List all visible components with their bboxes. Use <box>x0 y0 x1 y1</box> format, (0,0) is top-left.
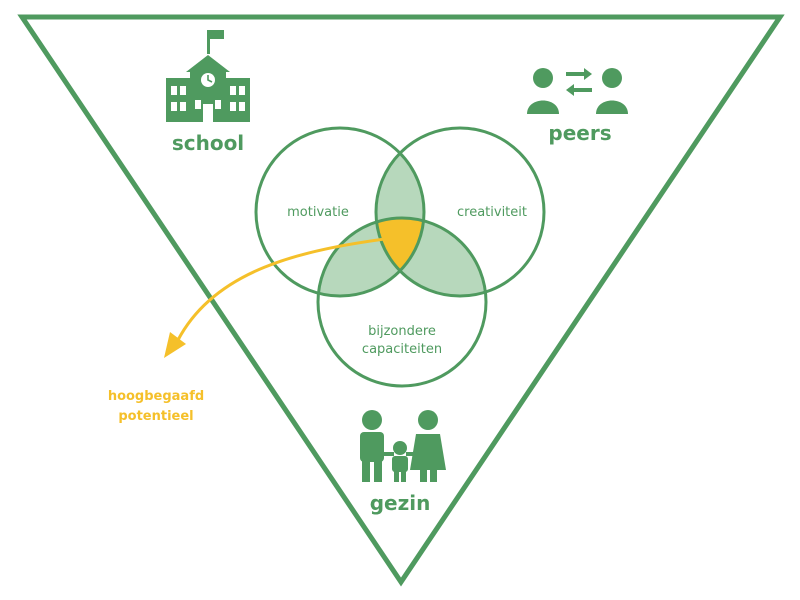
label-bijzondere: bijzondere <box>368 324 436 339</box>
flag-icon <box>207 30 210 54</box>
potential-arrow <box>176 236 394 342</box>
label-school: school <box>172 131 244 155</box>
label-gezin: gezin <box>370 491 431 515</box>
circle-creativiteit <box>374 126 546 298</box>
circle-motivatie <box>254 126 426 298</box>
label-creativiteit: creativiteit <box>457 205 527 220</box>
label-potentieel: potentieel <box>118 409 193 424</box>
overlap-creativiteit-capaciteiten <box>376 218 486 296</box>
label-capaciteiten: capaciteiten <box>362 342 442 357</box>
overlap-motivatie-capaciteiten <box>318 218 424 296</box>
family-icon <box>360 410 446 482</box>
circle-capaciteiten <box>316 216 488 388</box>
label-hoogbegaafd: hoogbegaafd <box>108 389 204 404</box>
label-peers: peers <box>548 121 611 145</box>
peers-exchange-icon <box>527 68 628 114</box>
label-motivatie: motivatie <box>287 205 349 220</box>
school-building-icon <box>166 30 250 122</box>
arrow-head <box>164 332 186 358</box>
